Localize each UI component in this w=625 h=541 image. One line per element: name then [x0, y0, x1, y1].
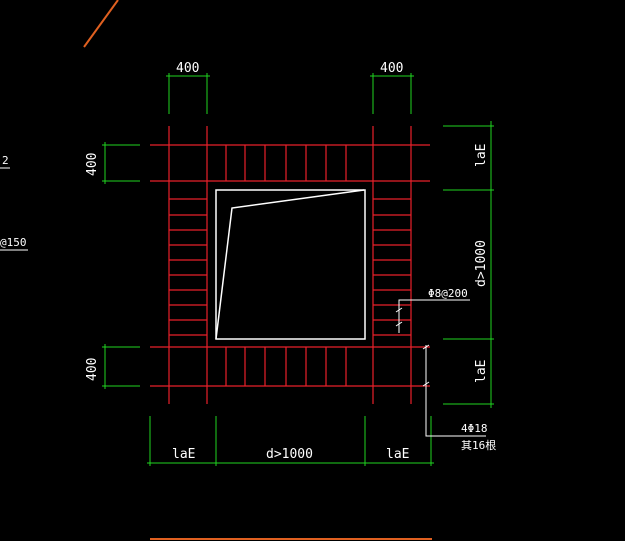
dim-label-right-middle-span: d>1000: [474, 240, 489, 287]
dim-label-left-top-height: 400: [85, 153, 100, 176]
orange-arc-fragment: [83, 0, 119, 48]
bar-note-line1: 4Φ18: [461, 422, 488, 435]
dim-label-bottom-right-lae: laE: [386, 447, 409, 462]
dim-label-top-left-width: 400: [176, 61, 199, 76]
dim-label-right-bottom-lae: laE: [474, 360, 489, 383]
edge-text-lower: @150: [0, 236, 27, 249]
stirrup-tick-1: [395, 307, 403, 313]
stirrup-tick-2: [395, 321, 403, 327]
bar-tick-2: [422, 381, 430, 387]
stirrup-note: Φ8@200: [428, 287, 468, 300]
dim-label-left-bottom-height: 400: [85, 358, 100, 381]
opening-rectangle: [215, 189, 366, 340]
bar-note-line2: 其16根: [461, 438, 496, 452]
dim-label-bottom-middle-span: d>1000: [266, 447, 313, 462]
opening-skew-line: [215, 189, 365, 340]
dimension-lines: [102, 73, 494, 466]
leader-lines: [395, 299, 486, 437]
dim-label-right-top-lae: laE: [474, 144, 489, 167]
stirrup-leader: [398, 299, 470, 333]
edge-text-upper: 2: [2, 154, 9, 167]
bar-tick-1: [422, 344, 430, 350]
opening-outline: [215, 189, 366, 340]
rebar-frame: [150, 126, 430, 404]
dim-label-top-right-width: 400: [380, 61, 403, 76]
dim-label-bottom-left-lae: laE: [172, 447, 195, 462]
bar-leader: [425, 345, 486, 437]
